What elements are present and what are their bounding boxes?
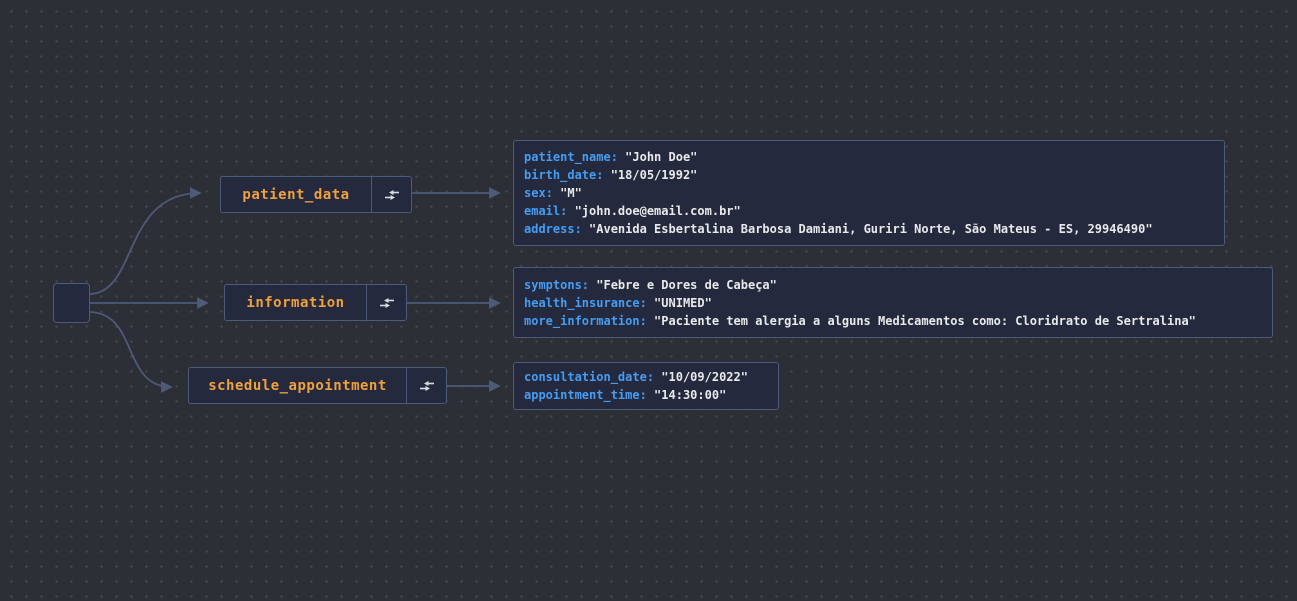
node-label: patient_data — [242, 186, 350, 203]
node-patient-data-details[interactable]: patient_name: "John Doe" birth_date: "18… — [513, 140, 1225, 246]
field-row: appointment_time: "14:30:00" — [524, 386, 768, 404]
key-value-separator: : — [560, 204, 575, 218]
key-value-separator: : — [646, 370, 662, 384]
field-key: patient_name — [524, 150, 611, 164]
node-schedule-appointment-details[interactable]: consultation_date: "10/09/2022" appointm… — [513, 362, 779, 410]
field-row: address: "Avenida Esbertalina Barbosa Da… — [524, 220, 1214, 238]
field-value: "Avenida Esbertalina Barbosa Damiani, Gu… — [589, 222, 1153, 236]
field-key: email — [524, 204, 561, 218]
field-key: address — [524, 222, 575, 236]
field-row: health_insurance: "UNIMED" — [524, 294, 1262, 312]
key-value-separator: : — [581, 277, 597, 292]
key-value-separator: : — [639, 313, 655, 328]
key-value-separator: : — [639, 295, 655, 310]
key-value-separator: : — [574, 222, 590, 236]
field-key: health_insurance — [524, 295, 640, 310]
field-value: "john.doe@email.com.br" — [574, 204, 741, 218]
field-value: "UNIMED" — [654, 295, 712, 310]
collapse-node-button[interactable] — [366, 285, 406, 320]
field-value: "John Doe" — [625, 150, 698, 164]
root-node[interactable] — [53, 283, 90, 323]
field-key: consultation_date — [524, 370, 647, 384]
field-key: appointment_time — [524, 388, 640, 402]
field-row: consultation_date: "10/09/2022" — [524, 368, 768, 386]
field-value: "14:30:00" — [654, 388, 727, 402]
field-row: birth_date: "18/05/1992" — [524, 166, 1214, 184]
node-label: schedule_appointment — [208, 377, 387, 394]
node-patient-data[interactable]: patient_data — [220, 176, 412, 213]
node-label: information — [246, 294, 345, 311]
collapse-arrows-icon — [384, 189, 399, 200]
node-information-details[interactable]: symptons: "Febre e Dores de Cabeça" heal… — [513, 267, 1273, 338]
key-value-separator: : — [610, 150, 626, 164]
edge-root-to-schedule-appointment — [88, 311, 173, 393]
field-key: symptons — [524, 277, 582, 292]
field-key: sex — [524, 186, 546, 200]
node-information[interactable]: information — [224, 284, 407, 321]
node-schedule-appointment[interactable]: schedule_appointment — [188, 367, 447, 404]
field-value: "18/05/1992" — [610, 168, 698, 182]
field-row: symptons: "Febre e Dores de Cabeça" — [524, 276, 1262, 294]
collapse-arrows-icon — [419, 380, 434, 391]
collapse-node-button[interactable] — [371, 177, 411, 212]
field-value: "Febre e Dores de Cabeça" — [596, 277, 777, 292]
key-value-separator: : — [596, 168, 611, 182]
field-row: sex: "M" — [524, 184, 1214, 202]
field-key: birth_date — [524, 168, 597, 182]
field-key: more_information — [524, 313, 640, 328]
field-value: "Paciente tem alergia a alguns Medicamen… — [654, 313, 1196, 328]
collapse-arrows-icon — [379, 297, 394, 308]
field-row: more_information: "Paciente tem alergia … — [524, 312, 1262, 330]
collapse-node-button[interactable] — [406, 368, 446, 403]
edge-root-to-patient-data — [88, 187, 202, 295]
field-value: "10/09/2022" — [661, 370, 748, 384]
key-value-separator: : — [545, 186, 561, 200]
key-value-separator: : — [639, 388, 655, 402]
field-value: "M" — [560, 186, 582, 200]
field-row: patient_name: "John Doe" — [524, 148, 1214, 166]
field-row: email: "john.doe@email.com.br" — [524, 202, 1214, 220]
